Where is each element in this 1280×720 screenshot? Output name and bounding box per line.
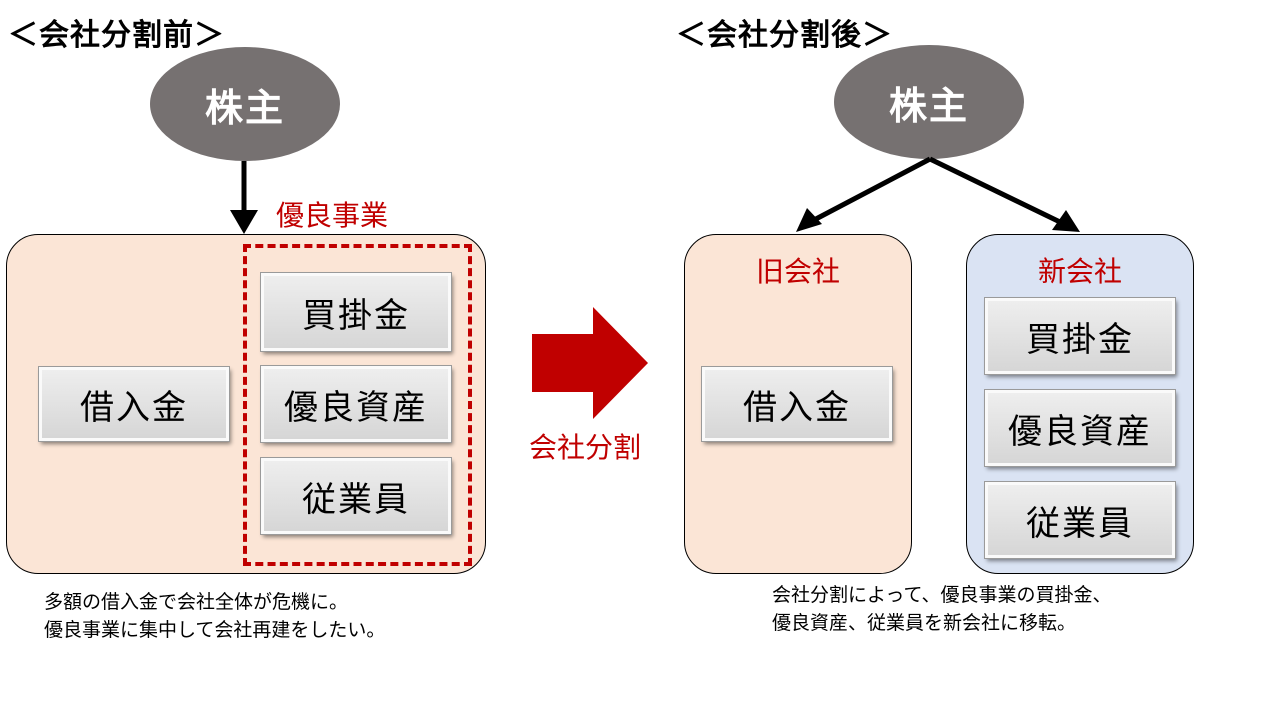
item-label: 優良資産	[284, 387, 428, 428]
item-label: 借入金	[743, 387, 851, 428]
after-caption: 会社分割によって、優良事業の買掛金、 優良資産、従業員を新会社に移転。	[772, 581, 1112, 637]
caption-line: 会社分割によって、優良事業の買掛金、	[772, 584, 1112, 606]
ownership-arrow-old-company	[812, 156, 932, 223]
caption-line: 優良資産、従業員を新会社に移転。	[772, 612, 1077, 634]
good-assets-item-after: 優良資産	[984, 389, 1176, 467]
arrowhead-icon	[230, 210, 258, 234]
split-arrow-icon	[532, 307, 648, 419]
before-title: ＜会社分割前＞	[8, 18, 225, 53]
good-assets-item-before: 優良資産	[260, 365, 452, 443]
payables-item-after: 買掛金	[984, 297, 1176, 375]
payables-item-before: 買掛金	[260, 272, 452, 352]
arrowhead-icon	[1052, 210, 1080, 232]
ownership-arrow-new-company	[928, 156, 1062, 225]
employees-item-before: 従業員	[260, 457, 452, 535]
new-company-label: 新会社	[1037, 255, 1122, 288]
good-business-boundary	[243, 244, 472, 566]
before-caption: 多額の借入金で会社全体が危機に。 優良事業に集中して会社再建をしたい。	[44, 588, 385, 644]
caption-line: 優良事業に集中して会社再建をしたい。	[44, 619, 386, 641]
loan-item-after: 借入金	[701, 366, 893, 442]
item-label: 優良資産	[1008, 411, 1152, 452]
shareholder-node-after: 株主	[834, 45, 1024, 159]
item-label: 従業員	[302, 479, 410, 520]
item-label: 借入金	[80, 387, 188, 428]
item-label: 買掛金	[1026, 319, 1134, 360]
item-label: 買掛金	[302, 295, 410, 336]
loan-item-before: 借入金	[38, 366, 230, 442]
employees-item-after: 従業員	[984, 481, 1176, 559]
shareholder-label: 株主	[888, 83, 969, 128]
after-title: ＜会社分割後＞	[676, 18, 893, 53]
shareholder-label: 株主	[204, 85, 285, 130]
arrowhead-icon	[796, 208, 822, 232]
old-company-label: 旧会社	[755, 255, 840, 288]
good-business-label: 優良事業	[276, 199, 389, 232]
item-label: 従業員	[1026, 503, 1134, 544]
split-label: 会社分割	[529, 431, 642, 464]
shareholder-node-before: 株主	[150, 47, 340, 161]
caption-line: 多額の借入金で会社全体が危機に。	[44, 591, 349, 613]
